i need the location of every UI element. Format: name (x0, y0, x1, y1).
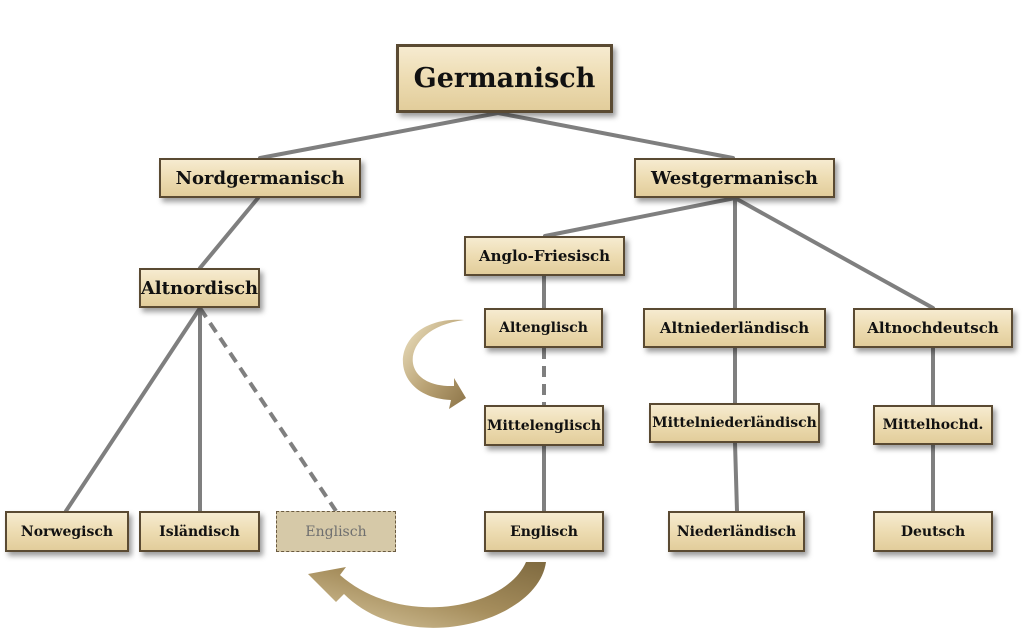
connector-germanisch-nordgermanisch (258, 111, 500, 160)
node-label: Mittelhochd. (882, 417, 984, 433)
node-germanisch: Germanisch (396, 44, 613, 113)
connector-germanisch-westgermanisch (496, 111, 735, 160)
node-label: Altnochdeutsch (867, 319, 999, 337)
connector-westgermanisch-althochdeutsch (733, 196, 935, 310)
connector-altnordisch-englisch-dashed (198, 306, 338, 513)
node-label: Altniederländisch (659, 319, 810, 337)
node-althochdeutsch: Altnochdeutsch (853, 308, 1013, 348)
node-mittelhochdeutsch: Mittelhochd. (873, 405, 993, 445)
curved-arrow-up-left-icon (308, 562, 546, 628)
node-label: Isländisch (159, 523, 240, 540)
node-label: Niederländisch (676, 523, 797, 540)
node-altenglisch: Altenglisch (484, 308, 603, 348)
node-label: Westgermanisch (651, 167, 818, 189)
node-anglo-friesisch: Anglo-Friesisch (464, 236, 625, 276)
node-label: Altenglisch (499, 320, 588, 336)
node-altniederlaendisch: Altniederländisch (643, 308, 826, 348)
node-label: Mittelniederländisch (652, 415, 817, 431)
node-niederlaendisch: Niederländisch (668, 511, 805, 552)
node-label: Nordgermanisch (175, 167, 345, 189)
node-westgermanisch: Westgermanisch (634, 158, 835, 198)
node-altnordisch: Altnordisch (139, 268, 260, 308)
node-label: Englisch (305, 523, 367, 540)
node-islaendisch: Isländisch (139, 511, 260, 552)
node-label: Germanisch (413, 63, 596, 94)
node-label: Norwegisch (20, 523, 114, 540)
node-deutsch: Deutsch (873, 511, 993, 552)
node-label: Englisch (510, 523, 578, 540)
node-norwegisch: Norwegisch (5, 511, 129, 552)
node-label: Mittelenglisch (486, 417, 602, 434)
connector-mittelniederlaendisch-niederlaendisch (733, 441, 739, 513)
node-mittelniederlaendisch: Mittelniederländisch (649, 403, 820, 443)
connector-westgermanisch-anglofriesisch (543, 196, 737, 238)
node-label: Altnordisch (140, 277, 259, 299)
node-label: Deutsch (900, 523, 966, 540)
node-nordgermanisch: Nordgermanisch (159, 158, 361, 198)
connector-nordgermanisch-altnordisch (198, 196, 260, 270)
node-englisch: Englisch (484, 511, 604, 552)
node-mittelenglisch: Mittelenglisch (484, 405, 604, 446)
curved-arrow-down-right-icon (402, 319, 466, 409)
connector-altnordisch-norwegisch (64, 306, 202, 513)
node-label: Anglo-Friesisch (478, 247, 611, 265)
node-englisch-faded: Englisch (276, 511, 396, 552)
